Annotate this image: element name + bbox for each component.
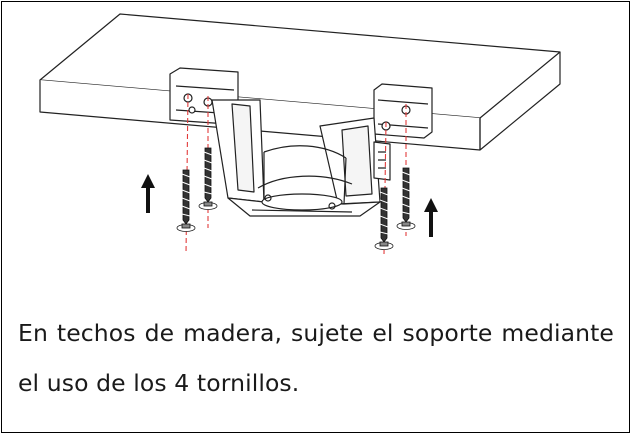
up-arrow-icon-right <box>424 198 438 237</box>
screw-1 <box>176 169 196 232</box>
instruction-caption: En techos de madera, sujete el soporte m… <box>18 319 614 397</box>
bracket-body <box>211 99 391 217</box>
mounting-illustration <box>39 13 561 255</box>
screw-2 <box>198 147 218 210</box>
screw-4 <box>396 167 416 230</box>
screw-3 <box>374 187 394 250</box>
screws <box>176 147 416 250</box>
up-arrow-icon-left <box>141 174 155 213</box>
